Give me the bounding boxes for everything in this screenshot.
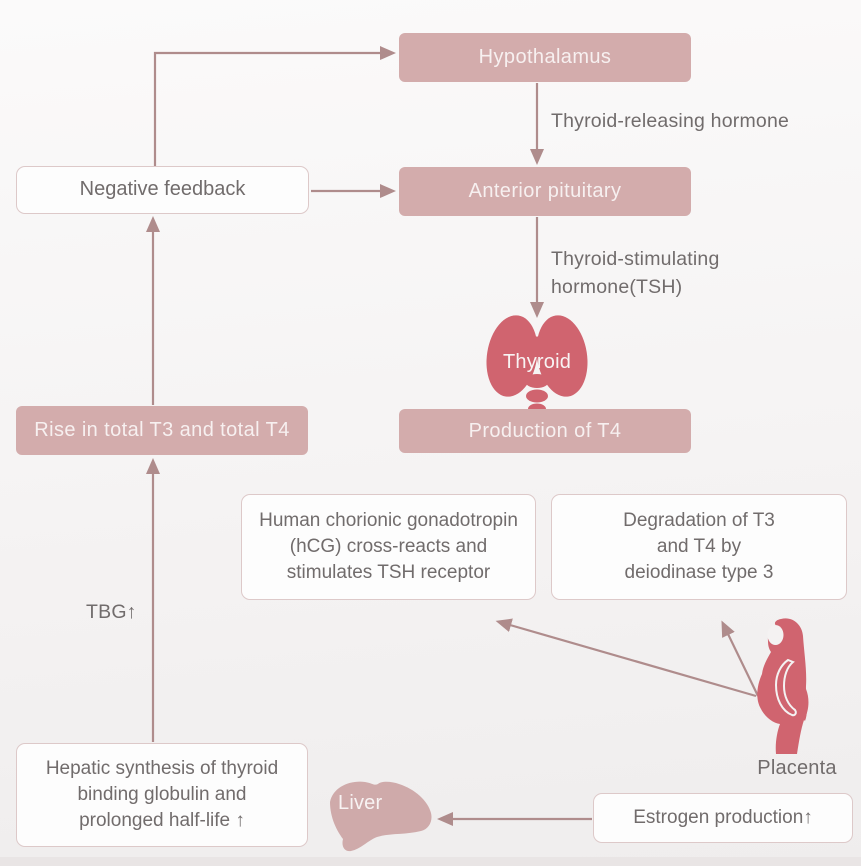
- degradation-line-2: and T4 by: [656, 535, 742, 557]
- tsh-label: Thyroid-stimulating hormone(TSH): [551, 245, 720, 301]
- tsh-label-line1: Thyroid-stimulating: [551, 248, 720, 270]
- hypothalamus-label: Hypothalamus: [478, 46, 612, 68]
- thyroid-label: Thyroid: [502, 351, 572, 373]
- arrow-negative-feedback-to-hypothalamus: [153, 46, 396, 166]
- estrogen-production-box: Estrogen production↑: [593, 793, 853, 843]
- thyroid-icon: [486, 315, 588, 415]
- tbg-label: TBG↑: [86, 601, 137, 623]
- anterior-pituitary-box: Anterior pituitary: [399, 167, 691, 216]
- rise-t3-t4-box: Rise in total T3 and total T4: [16, 406, 308, 455]
- degradation-line-3: deiodinase type 3: [624, 562, 774, 584]
- hcg-box: Human chorionic gonadotropin (hCG) cross…: [241, 494, 536, 600]
- trh-label: Thyroid-releasing hormone: [551, 110, 790, 132]
- bottom-strip: [0, 857, 861, 866]
- pregnant-woman-icon: [757, 618, 809, 754]
- hcg-line-1: Human chorionic gonadotropin: [259, 509, 518, 531]
- hypothalamus-box: Hypothalamus: [399, 33, 691, 82]
- hepatic-line-3: prolonged half-life ↑: [79, 810, 245, 832]
- hepatic-synthesis-box: Hepatic synthesis of thyroid binding glo…: [16, 743, 308, 847]
- placenta-label: Placenta: [757, 757, 837, 779]
- production-t4-label: Production of T4: [468, 419, 622, 442]
- face-cutout: [767, 625, 784, 645]
- hepatic-line-2: binding globulin and: [77, 783, 247, 805]
- estrogen-production-label: Estrogen production↑: [633, 806, 813, 828]
- hepatic-line-1: Hepatic synthesis of thyroid: [45, 757, 279, 779]
- tsh-label-line2: hormone(TSH): [551, 276, 683, 298]
- degradation-line-1: Degradation of T3: [623, 509, 775, 531]
- hcg-line-2: (hCG) cross-reacts and: [289, 535, 488, 557]
- liver-icon: [330, 781, 432, 852]
- negative-feedback-label: Negative feedback: [79, 178, 246, 201]
- rise-t3-t4-label: Rise in total T3 and total T4: [34, 419, 290, 441]
- production-t4-box: Production of T4: [399, 409, 691, 453]
- negative-feedback-box: Negative feedback: [16, 166, 309, 214]
- hcg-line-3: stimulates TSH receptor: [286, 562, 491, 584]
- arrow-placenta-to-degradation: [721, 620, 759, 697]
- degradation-box: Degradation of T3 and T4 by deiodinase t…: [551, 494, 847, 600]
- anterior-pituitary-label: Anterior pituitary: [468, 180, 622, 202]
- arrow-placenta-to-hcg: [495, 618, 757, 698]
- liver-label: Liver: [338, 792, 383, 814]
